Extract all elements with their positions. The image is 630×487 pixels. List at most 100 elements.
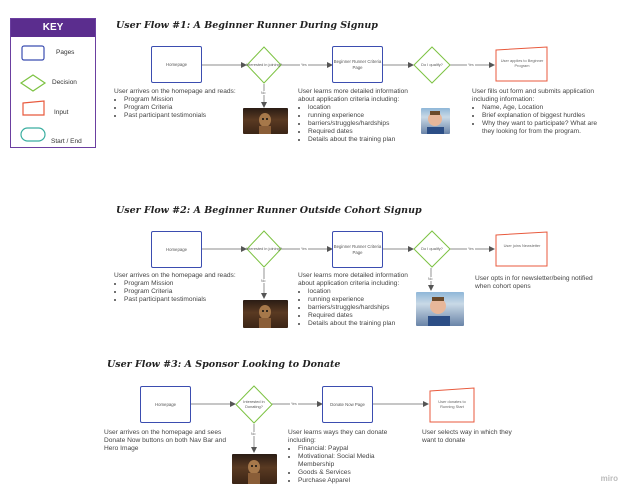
list-item: Name, Age, Location <box>482 104 610 112</box>
flow2-homepage-node: Homepage <box>151 231 202 268</box>
flow3-end-label: User donates to Running Start <box>438 399 466 409</box>
list-item: running experience <box>308 296 420 304</box>
flow1-decision-join-shape <box>246 46 282 84</box>
list-item: Program Criteria <box>124 104 239 112</box>
flow1-decision-join: Interested in joining? <box>246 46 282 84</box>
flow2-desc-homepage-intro: User arrives on the homepage and reads: <box>114 272 236 279</box>
list-item: Required dates <box>308 128 420 136</box>
flow2-end-node: User joins Newsletter <box>494 230 549 268</box>
boy-figure <box>427 111 444 134</box>
flow3-title: User Flow #3: A Sponsor Looking to Donat… <box>107 359 341 370</box>
list-item: location <box>308 104 420 112</box>
flow3-decision-donate: Interested in Donating? <box>235 385 273 424</box>
list-item: Details about the training plan <box>308 136 420 144</box>
flow2-decision-qualify-label: Do I qualify? <box>421 245 443 251</box>
meerkat-figure <box>259 305 271 328</box>
flow3-desc-donate-intro: User learns ways they can donate includi… <box>288 429 388 445</box>
flow3-homepage-node: Homepage <box>140 386 191 423</box>
meerkat-figure <box>259 113 271 134</box>
flow2-decision-join-shape <box>246 230 282 268</box>
flow1-yes-label-2: Yes <box>467 63 475 67</box>
meerkat-figure <box>248 460 260 484</box>
legend-title: KEY <box>11 19 95 37</box>
flow2-meerkat-image <box>243 300 288 328</box>
list-item: Brief explanation of biggest hurdles <box>482 112 610 120</box>
list-item: Details about the training plan <box>308 320 420 328</box>
list-item: barriers/struggles/hardships <box>308 120 420 128</box>
flow1-desc-criteria: User learns more detailed information ab… <box>298 88 420 144</box>
list-item: Why they want to participate? What are t… <box>482 120 610 136</box>
flow2-criteria-node: Beginner Runner Criteria Page <box>332 231 383 268</box>
flow3-decision-donate-shape <box>235 385 273 424</box>
flow2-yes-label-2: Yes <box>467 247 475 251</box>
flow2-end-shape <box>495 231 548 267</box>
list-item: Financial: Paypal <box>298 445 390 453</box>
flow1-title: User Flow #1: A Beginner Runner During S… <box>116 20 378 31</box>
flow2-yes-label-1: Yes <box>300 247 308 251</box>
flow1-desc-apply: User fills out form and submits applicat… <box>472 88 610 136</box>
flow3-donate-node: Donate Now Page <box>322 386 373 423</box>
flow3-desc-donate-list: Financial: Paypal Motivational: Social M… <box>288 445 390 485</box>
flow3-no-label: No <box>250 432 257 436</box>
flow1-desc-apply-list: Name, Age, Location Brief explanation of… <box>472 104 610 136</box>
flow3-end-shape <box>429 387 475 423</box>
legend-key: KEY Pages Decision Input Start / End <box>10 18 96 148</box>
flow3-desc-homepage: User arrives on the homepage and sees Do… <box>104 429 234 453</box>
list-item: location <box>308 288 420 296</box>
flow2-desc-newsletter-intro: User opts in for newsletter/being notifi… <box>475 275 593 291</box>
list-item: Program Criteria <box>124 288 244 296</box>
flow2-no-label-1: No <box>260 279 267 283</box>
flow1-desc-criteria-intro: User learns more detailed information ab… <box>298 88 408 104</box>
flow2-title: User Flow #2: A Beginner Runner Outside … <box>116 205 422 216</box>
flow2-desc-criteria-list: location running experience barriers/str… <box>298 288 420 328</box>
flow2-desc-homepage-list: Program Mission Program Criteria Past pa… <box>114 280 244 304</box>
flow2-boy-image <box>416 292 464 326</box>
legend-decision-shape <box>19 74 47 92</box>
list-item: Purchase Apparel <box>298 477 390 485</box>
list-item: Program Mission <box>124 96 239 104</box>
flow3-meerkat-image <box>232 454 277 484</box>
flow3-desc-select-intro: User selects way in which they want to d… <box>422 429 512 445</box>
flow3-end-node: User donates to Running Start <box>428 386 476 424</box>
legend-shapes <box>19 45 47 142</box>
list-item: Past participant testimonials <box>124 296 244 304</box>
flow3-yes-label: Yes <box>290 402 298 406</box>
list-item: Program Mission <box>124 280 244 288</box>
legend-input-shape <box>22 100 45 116</box>
flow1-meerkat-image <box>243 108 288 134</box>
flow2-decision-join: Interested in joining? <box>246 230 282 268</box>
flow3-desc-select: User selects way in which they want to d… <box>422 429 522 445</box>
legend-startend-label: Start / End <box>51 138 82 145</box>
legend-input-label: Input <box>54 109 69 116</box>
list-item: running experience <box>308 112 420 120</box>
flow1-end-label: User applies to Beginner Program <box>500 58 544 68</box>
flow2-desc-criteria: User learns more detailed information ab… <box>298 272 420 328</box>
list-item: barriers/struggles/hardships <box>308 304 420 312</box>
miro-logo: miro <box>600 474 618 483</box>
flow2-decision-qualify: Do I qualify? <box>413 230 451 268</box>
flow1-end-shape <box>495 46 548 82</box>
boy-figure <box>428 297 450 326</box>
flow1-decision-join-label: Interested in joining? <box>246 61 282 67</box>
flow1-yes-label-1: Yes <box>300 63 308 67</box>
list-item: Past participant testimonials <box>124 112 239 120</box>
flow1-desc-criteria-list: location running experience barriers/str… <box>298 104 420 144</box>
flow1-desc-apply-intro: User fills out form and submits applicat… <box>472 88 595 104</box>
list-item: Goods & Services <box>298 469 390 477</box>
flow1-homepage-node: Homepage <box>151 46 202 83</box>
legend-page-shape <box>21 45 45 61</box>
flow2-end-label: User joins Newsletter <box>503 243 541 248</box>
flow1-decision-qualify: Do I qualify? <box>413 46 451 84</box>
flow1-desc-homepage-list: Program Mission Program Criteria Past pa… <box>114 96 239 120</box>
flow2-decision-join-label: Interested in joining? <box>246 245 282 251</box>
legend-decision-label: Decision <box>52 79 77 86</box>
flow2-decision-qualify-shape <box>413 230 451 268</box>
flow1-boy-image <box>421 108 450 134</box>
flow3-desc-homepage-intro: User arrives on the homepage and sees Do… <box>104 429 227 453</box>
flow1-desc-homepage-intro: User arrives on the homepage and reads: <box>114 88 236 95</box>
list-item: Required dates <box>308 312 420 320</box>
flow2-desc-homepage: User arrives on the homepage and reads: … <box>114 272 244 304</box>
flow1-desc-homepage: User arrives on the homepage and reads: … <box>114 88 239 120</box>
legend-pages-label: Pages <box>56 49 75 56</box>
